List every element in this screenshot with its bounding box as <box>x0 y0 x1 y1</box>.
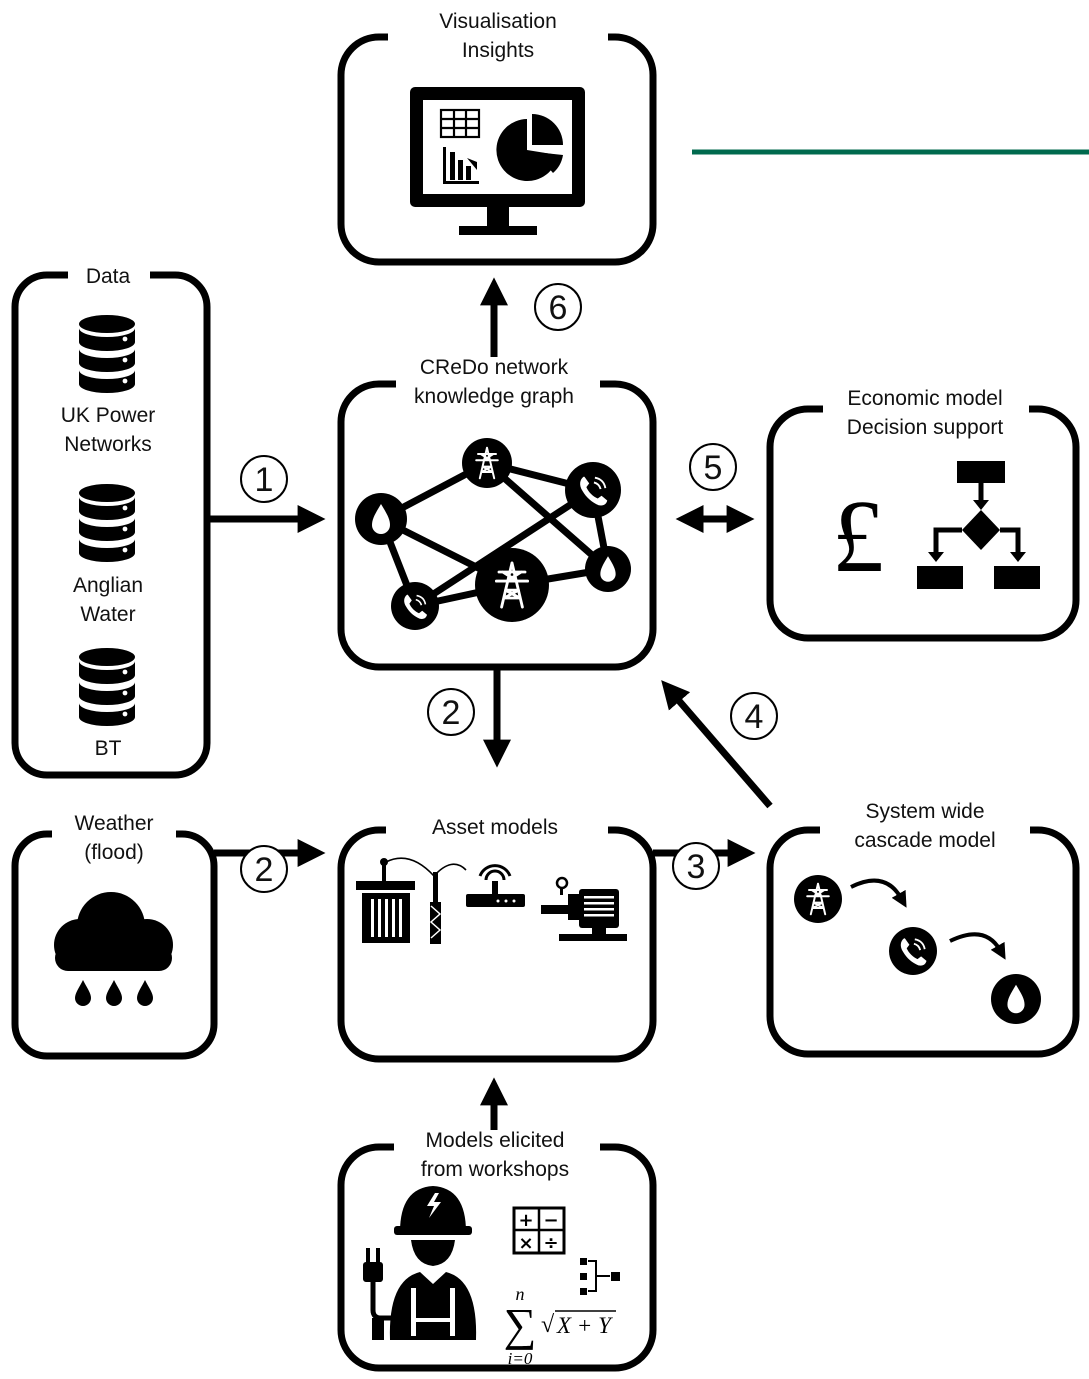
assets-title: Asset models <box>432 816 558 839</box>
node-asset-models: Asset models <box>337 816 657 1063</box>
svg-text:i=0: i=0 <box>508 1349 533 1368</box>
svg-text:n: n <box>516 1284 525 1304</box>
cascade-water <box>991 974 1041 1024</box>
svg-text:+: + <box>518 1210 533 1231</box>
node-cascade: System wide cascade model <box>766 800 1080 1058</box>
step-2-weather: 2 <box>240 845 288 893</box>
node-knowledge-graph: CReDo network knowledge graph <box>337 356 657 671</box>
engineer-icon <box>363 1186 477 1340</box>
graph-node-power-top <box>462 438 512 488</box>
step-6: 6 <box>534 283 582 331</box>
svg-text:5: 5 <box>704 449 723 487</box>
graph-title-2: knowledge graph <box>414 385 574 408</box>
workshops-title-1: Models elicited <box>426 1129 565 1152</box>
cascade-phone <box>889 927 937 975</box>
weather-title-2: (flood) <box>84 841 144 864</box>
step-3: 3 <box>672 842 720 890</box>
hierarchy-icon <box>580 1258 620 1295</box>
svg-text:2: 2 <box>442 694 461 732</box>
step-1: 1 <box>240 455 288 503</box>
graph-title-1: CReDo network <box>420 356 569 379</box>
rain-cloud-icon <box>54 892 173 1006</box>
svg-text:√: √ <box>541 1312 555 1338</box>
bar-chart-icon <box>443 147 479 184</box>
visualisation-title-2: Insights <box>462 39 534 62</box>
node-workshops: Models elicited from workshops + − × ÷ <box>337 1129 657 1372</box>
cascade-power <box>794 875 842 923</box>
svg-text:∑: ∑ <box>504 1299 537 1350</box>
data-item-bt: BT <box>95 737 122 760</box>
graph-node-water-left <box>355 493 407 545</box>
data-title: Data <box>86 265 131 288</box>
data-item-anglian-2: Water <box>80 603 135 626</box>
svg-text:X + Y: X + Y <box>556 1313 613 1338</box>
graph-node-power-center <box>475 548 549 622</box>
data-item-anglian-1: Anglian <box>73 574 143 597</box>
svg-text:1: 1 <box>255 461 274 499</box>
node-data: Data UK Power Networks Anglian Water BT <box>11 264 211 779</box>
workshops-title-2: from workshops <box>421 1158 569 1181</box>
svg-text:6: 6 <box>549 289 568 327</box>
node-weather: Weather (flood) <box>11 812 218 1060</box>
graph-node-water-right <box>585 546 631 592</box>
svg-text:−: − <box>543 1210 558 1231</box>
edge-cascade-to-graph <box>661 680 773 809</box>
pole-icon <box>429 872 442 944</box>
cascade-arrow-2 <box>949 932 1006 960</box>
data-item-ukpn-1: UK Power <box>61 404 156 427</box>
economic-title-1: Economic model <box>847 387 1002 410</box>
sum-formula: n ∑ i=0 √ X + Y <box>504 1284 616 1368</box>
weather-title-1: Weather <box>75 812 154 835</box>
pump-icon <box>541 876 627 941</box>
node-economic: Economic model Decision support £ <box>766 387 1080 642</box>
node-visualisation: Visualisation Insights <box>337 10 657 266</box>
substation-icon <box>356 857 467 943</box>
cascade-title-2: cascade model <box>854 829 995 852</box>
graph-node-phone-right <box>565 462 621 518</box>
table-icon <box>439 108 481 139</box>
graph-node-phone-left <box>391 582 439 630</box>
pound-icon: £ <box>832 479 884 594</box>
data-item-ukpn-2: Networks <box>64 433 152 456</box>
cascade-arrow-1 <box>850 878 907 908</box>
svg-text:4: 4 <box>745 698 764 736</box>
svg-text:2: 2 <box>255 851 274 889</box>
calculator-icon: + − × ÷ <box>512 1206 566 1255</box>
visualisation-title-1: Visualisation <box>439 10 557 33</box>
step-2-graph: 2 <box>427 688 475 736</box>
cascade-title-1: System wide <box>865 800 984 823</box>
step-5: 5 <box>689 443 737 491</box>
step-4: 4 <box>730 692 778 740</box>
economic-title-2: Decision support <box>847 416 1004 439</box>
svg-text:÷: ÷ <box>543 1233 558 1254</box>
svg-text:3: 3 <box>687 848 706 886</box>
router-icon <box>466 864 525 907</box>
svg-text:×: × <box>518 1233 533 1254</box>
pie-chart-icon <box>496 114 563 181</box>
flowchart-icon <box>917 461 1040 589</box>
